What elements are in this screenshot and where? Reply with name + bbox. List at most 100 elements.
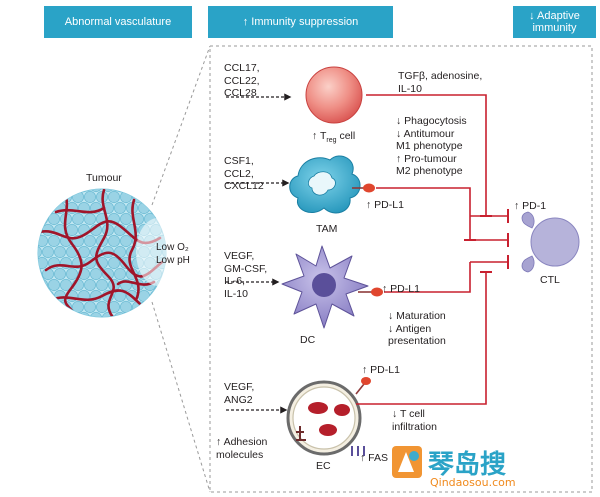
tumour-cell [38, 213, 48, 225]
tumour-cell [48, 279, 60, 291]
tumour-cell [138, 189, 150, 192]
tumour-cell [138, 290, 150, 302]
tumour-cell [78, 189, 90, 192]
tumour-cell [66, 189, 78, 192]
dc-effect: ↓ Maturation ↓ Antigen presentation [388, 310, 446, 347]
dc-inhibit-line [384, 262, 471, 293]
dc-cell-label: DC [300, 334, 316, 346]
tumour-cell [72, 213, 84, 225]
tumour-cell [126, 189, 138, 192]
tam-inhibit-line [376, 187, 471, 240]
tumour-cell [48, 213, 60, 225]
ec-fas-label: ↑ FAS [360, 452, 389, 464]
endothelial-cell-icon [286, 377, 371, 456]
treg-effect: TGFβ, adenosine, IL-10 [398, 70, 483, 95]
tumour-cell [138, 312, 150, 317]
tumour-cell [54, 312, 66, 317]
tumour-cell [90, 268, 102, 280]
dc-pdl1-label: ↑ PD-L1 [382, 283, 420, 295]
tumour-cell [42, 312, 54, 317]
dendritic-cell-icon [281, 245, 383, 329]
tumour-cell [38, 189, 42, 192]
ctl-label: CTL [540, 274, 560, 286]
tam-pdl1-label: ↑ PD-L1 [366, 199, 404, 211]
tam-cell-label: TAM [316, 223, 338, 235]
ec-cell-label: EC [316, 460, 331, 472]
tumour-cell [42, 189, 54, 192]
tumour-cell [162, 290, 166, 302]
tumour-cell [84, 301, 96, 313]
watermark-chinese: 琴岛搜 [428, 450, 507, 480]
connector-bottom [151, 301, 211, 493]
tumour-cell [90, 189, 102, 192]
tumour-cell [120, 191, 132, 203]
tumour-cell [126, 312, 138, 317]
tumour-cell [120, 235, 132, 247]
tumour-cell [54, 290, 66, 302]
tumour-cell [42, 224, 54, 236]
tumour-title: Tumour [86, 172, 122, 184]
tumour-cell [48, 191, 60, 203]
watermark-logo-icon [392, 446, 422, 478]
ec-adhesion-label: ↑ Adhesion molecules [216, 436, 268, 461]
treg-cell-icon [305, 66, 363, 124]
tumour-cell [114, 268, 126, 280]
tumour-cell [38, 224, 42, 236]
tumour-cell [38, 246, 42, 258]
tumour-cell [48, 301, 60, 313]
treg-cell-label: ↑ Treg cell [312, 130, 356, 145]
tumour-cell [84, 235, 96, 247]
tumour-cell [108, 235, 120, 247]
t-cell-icon [521, 211, 580, 273]
tumour-cell [162, 202, 166, 214]
tumour-cell [66, 312, 78, 317]
ec-signals: VEGF, ANG2 [224, 381, 255, 406]
tumour-cell [84, 213, 96, 225]
tumour-cell [38, 202, 42, 214]
tumour-cell [162, 312, 166, 317]
tumour-cell [108, 191, 120, 203]
tumour-cell [42, 246, 54, 258]
tumour-cell [66, 224, 78, 236]
macrophage-icon [289, 155, 375, 214]
tumour-cell [38, 301, 48, 313]
tam-effect: ↓ Phagocytosis ↓ Antitumour M1 phenotype… [396, 115, 467, 177]
tumour-cell [114, 189, 126, 192]
tumour-cell [66, 268, 78, 280]
header-immunity-suppression: ↑ Immunity suppression [208, 6, 393, 38]
tumour-cell [96, 279, 108, 291]
ec-pdl1-label: ↑ PD-L1 [362, 364, 400, 376]
ec-inhibit-line [356, 272, 487, 405]
ctl-pd1-label: ↑ PD-1 [514, 200, 547, 212]
tumour-cell [38, 279, 48, 291]
tumour-cell [60, 279, 72, 291]
watermark-url: Qindaosou.com [430, 476, 516, 489]
tumour-cell [102, 189, 114, 192]
tumour-cell [42, 202, 54, 214]
tumour-cell [54, 246, 66, 258]
header-adaptive-immunity: ↓ Adaptive immunity [513, 6, 596, 38]
tumour-cell [48, 235, 60, 247]
tumour-cell [84, 279, 96, 291]
treg-inhibit-line [366, 94, 487, 216]
tumour-cell [162, 189, 166, 192]
tumour-cell [54, 189, 66, 192]
dc-signals: VEGF, GM-CSF, IL-6, IL-10 [224, 250, 268, 300]
tumour-cell [84, 191, 96, 203]
tumour-cell [42, 290, 54, 302]
tumour-cell [114, 202, 126, 214]
tumour-cell [144, 301, 156, 313]
treg-signals: CCL17, CCL22, CCL28 [224, 62, 260, 99]
tumour-cell [108, 257, 120, 269]
tumour-cell [90, 312, 102, 317]
tumour-cell [156, 191, 166, 203]
tam-signals: CSF1, CCL2, CXCL12 [224, 155, 264, 192]
tumour-conditions: Low O₂ Low pH [156, 242, 190, 266]
tumour-cell [150, 290, 162, 302]
tumour-cell [54, 268, 66, 280]
header-abnormal-vasculature: Abnormal vasculature [44, 6, 192, 38]
tumour-cell [114, 312, 126, 317]
tumour-cell [72, 191, 84, 203]
